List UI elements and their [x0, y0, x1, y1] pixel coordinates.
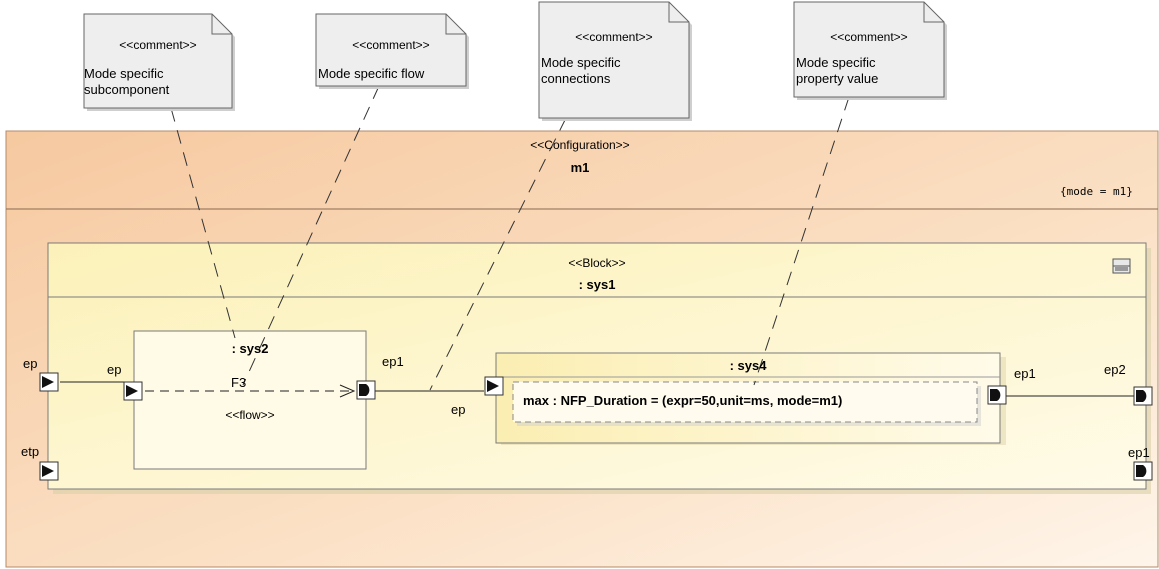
comment-4-line2: property value	[796, 71, 879, 86]
comment-3-stereotype: <<comment>>	[575, 30, 653, 44]
sys4-ep1-label: ep1	[1014, 366, 1036, 381]
port-outer-ep2-icon	[1133, 386, 1153, 406]
configuration-stereotype: <<Configuration>>	[530, 138, 630, 152]
outer-etp-label: etp	[21, 444, 40, 459]
comment-3-line2: connections	[541, 71, 611, 86]
ports[interactable]	[39, 372, 1153, 481]
comment-1-stereotype: <<comment>>	[119, 38, 197, 52]
configuration-name: m1	[570, 160, 590, 175]
port-sys2-ep1-icon	[356, 380, 376, 400]
port-sys4-ep-icon	[484, 376, 504, 396]
comment-1-line1: Mode specific	[84, 66, 164, 81]
flow-stereotype: <<flow>>	[225, 408, 275, 422]
port-outer-etp-icon	[39, 461, 59, 481]
sys2-ep-label: ep	[107, 362, 122, 377]
part-sys2[interactable]	[133, 330, 367, 470]
outer-ep-label: ep	[23, 356, 38, 371]
block-name: : sys1	[578, 277, 616, 292]
comment-note-2[interactable]	[315, 13, 469, 89]
comment-note-3[interactable]	[538, 1, 692, 121]
comment-note-4[interactable]	[793, 1, 947, 100]
flow-f3-label: F3	[231, 375, 247, 390]
comment-note-1[interactable]	[83, 13, 235, 111]
configuration-constraint: {mode = m1}	[1060, 185, 1133, 198]
port-sys4-ep1-icon	[987, 385, 1007, 405]
property-slot[interactable]	[512, 381, 981, 426]
sys2-name: : sys2	[231, 341, 269, 356]
outer-ep1-label: ep1	[1128, 445, 1150, 460]
connectors	[60, 381, 1134, 397]
comment-2-line1: Mode specific flow	[318, 66, 425, 81]
comment-anchors	[170, 85, 850, 391]
block-compartment-icon[interactable]	[1112, 258, 1131, 274]
block-stereotype: <<Block>>	[568, 256, 626, 270]
sys2-ep1-label: ep1	[382, 354, 404, 369]
port-sys2-ep-icon	[123, 381, 143, 401]
port-outer-ep-icon	[39, 372, 59, 392]
sys4-name: : sys4	[729, 358, 767, 373]
comment-4-line1: Mode specific	[796, 55, 876, 70]
sys4-ep-label: ep	[451, 402, 466, 417]
flow-f3[interactable]	[145, 384, 356, 398]
comment-1-line2: subcomponent	[84, 82, 170, 97]
comment-3-line1: Mode specific	[541, 55, 621, 70]
outer-ep2-label: ep2	[1104, 362, 1126, 377]
comment-4-stereotype: <<comment>>	[830, 30, 908, 44]
sys4-property: max : NFP_Duration = (expr=50,unit=ms, m…	[523, 393, 843, 408]
port-outer-ep1-icon	[1133, 461, 1153, 481]
comment-2-stereotype: <<comment>>	[352, 38, 430, 52]
